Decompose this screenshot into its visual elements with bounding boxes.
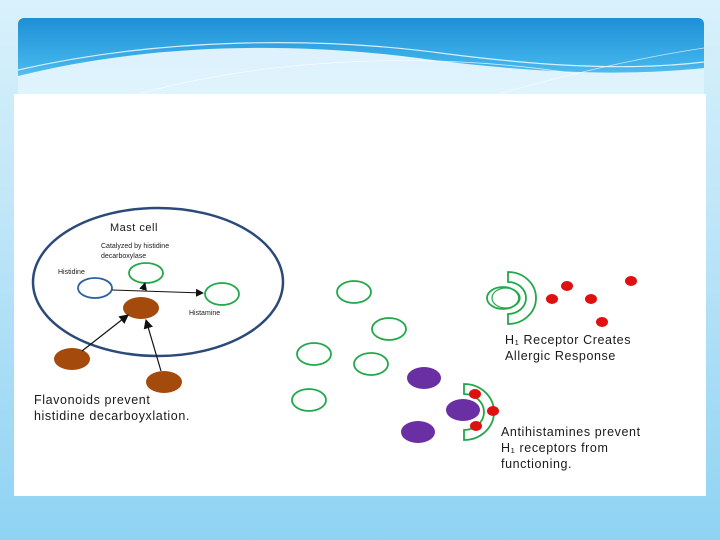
bound-histamine-overlap bbox=[491, 287, 521, 309]
flavonoids-caption-line2: histidine decarboyxlation. bbox=[34, 409, 190, 423]
flavonoid-molecule-in-cell bbox=[123, 297, 159, 319]
antihistamine-caption-line1: Antihistamines prevent bbox=[501, 425, 641, 439]
h1-receptor-top bbox=[507, 271, 537, 325]
histamine-label: Histamine bbox=[189, 310, 220, 317]
antihistamine-caption-line3: functioning. bbox=[501, 457, 572, 471]
antihistamine-molecule-1 bbox=[407, 367, 441, 389]
histidine-to-histamine-arrow bbox=[111, 288, 204, 297]
flavonoid-molecule-left bbox=[54, 348, 90, 370]
header-band bbox=[18, 18, 704, 94]
antihistamine-bound bbox=[446, 399, 480, 421]
released-histamine-4 bbox=[353, 352, 389, 376]
released-histamine-3 bbox=[296, 342, 332, 366]
mast-cell-membrane bbox=[31, 206, 285, 358]
histamine-molecule bbox=[204, 282, 240, 306]
released-histamine-2 bbox=[371, 317, 407, 341]
catalyzed-label-line1: Catalyzed by histidine bbox=[101, 243, 169, 250]
released-histamine-5 bbox=[291, 388, 327, 412]
response-dot-1 bbox=[561, 281, 573, 291]
response-dot-3 bbox=[546, 294, 558, 304]
header-wave-decoration bbox=[18, 42, 704, 94]
h1-receptor-caption-line1: H₁ Receptor Creates bbox=[505, 333, 631, 347]
flavonoid-inhibit-arrow-left bbox=[81, 314, 129, 352]
flavonoid-molecule-bottom bbox=[146, 371, 182, 393]
blocked-dot-3 bbox=[470, 421, 482, 431]
blocked-dot-1 bbox=[469, 389, 481, 399]
response-dot-2 bbox=[625, 276, 637, 286]
h1-receptor-caption-line2: Allergic Response bbox=[505, 349, 616, 363]
enzyme-molecule bbox=[128, 262, 164, 284]
released-histamine-1 bbox=[336, 280, 372, 304]
mast-cell-label: Mast cell bbox=[110, 222, 158, 234]
catalysis-arrow bbox=[139, 282, 147, 291]
response-dot-5 bbox=[596, 317, 608, 327]
flavonoid-inhibit-arrow-bottom bbox=[143, 318, 162, 372]
catalyzed-label-line2: decarboxylase bbox=[101, 253, 146, 260]
response-dot-4 bbox=[585, 294, 597, 304]
antihistamine-molecule-2 bbox=[401, 421, 435, 443]
antihistamine-caption-line2: H₁ receptors from bbox=[501, 441, 609, 455]
histidine-label: Histidine bbox=[58, 269, 85, 276]
flavonoids-caption-line1: Flavonoids prevent bbox=[34, 393, 150, 407]
h1-receptor-bottom bbox=[463, 383, 495, 441]
histidine-molecule bbox=[77, 277, 113, 299]
blocked-dot-2 bbox=[487, 406, 499, 416]
